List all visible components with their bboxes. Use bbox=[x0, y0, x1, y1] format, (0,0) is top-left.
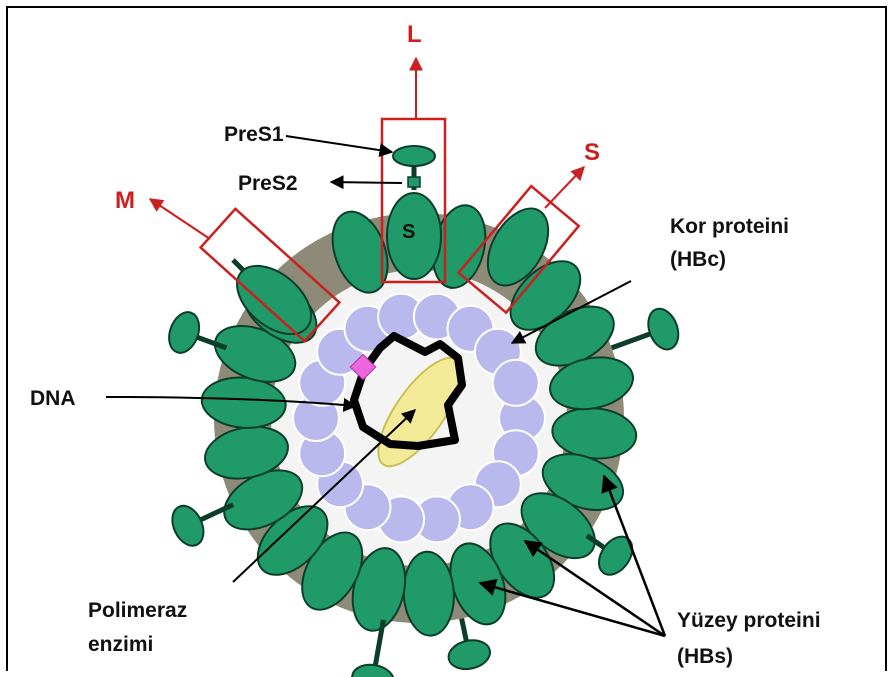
label-s-inner: S bbox=[402, 221, 415, 243]
stalked-protein-head bbox=[164, 308, 205, 357]
label-kor-line1: Kor proteini bbox=[670, 215, 789, 238]
stalked-protein-head bbox=[643, 305, 684, 354]
pres2-collar bbox=[408, 177, 420, 187]
s-arrow bbox=[545, 167, 584, 208]
label-l: L bbox=[407, 21, 422, 48]
label-kor-line2: (HBc) bbox=[670, 248, 726, 271]
label-m: M bbox=[115, 187, 135, 214]
label-polimeraz-line2: enzimi bbox=[88, 633, 153, 656]
pres1-head bbox=[393, 146, 435, 166]
label-yuzey-line2: (HBs) bbox=[677, 645, 733, 668]
stalked-protein-head bbox=[446, 637, 493, 673]
label-yuzey-line1: Yüzey proteini bbox=[677, 609, 821, 632]
stalked-protein-head bbox=[166, 501, 209, 551]
m-arrow bbox=[150, 199, 210, 239]
label-pres1: PreS1 bbox=[224, 123, 284, 146]
core-protein bbox=[493, 360, 539, 406]
pres1-arrow bbox=[286, 136, 392, 152]
stalked-protein-head bbox=[350, 662, 396, 677]
stalk-line bbox=[612, 333, 654, 348]
label-s: S bbox=[584, 139, 600, 166]
label-dna: DNA bbox=[30, 387, 76, 410]
label-pres2: PreS2 bbox=[238, 172, 298, 195]
pres2-arrow bbox=[331, 182, 402, 183]
yuzey-arrow-3 bbox=[480, 583, 665, 636]
stalked-protein-head bbox=[592, 530, 639, 580]
label-polimeraz-line1: Polimeraz bbox=[88, 599, 187, 622]
